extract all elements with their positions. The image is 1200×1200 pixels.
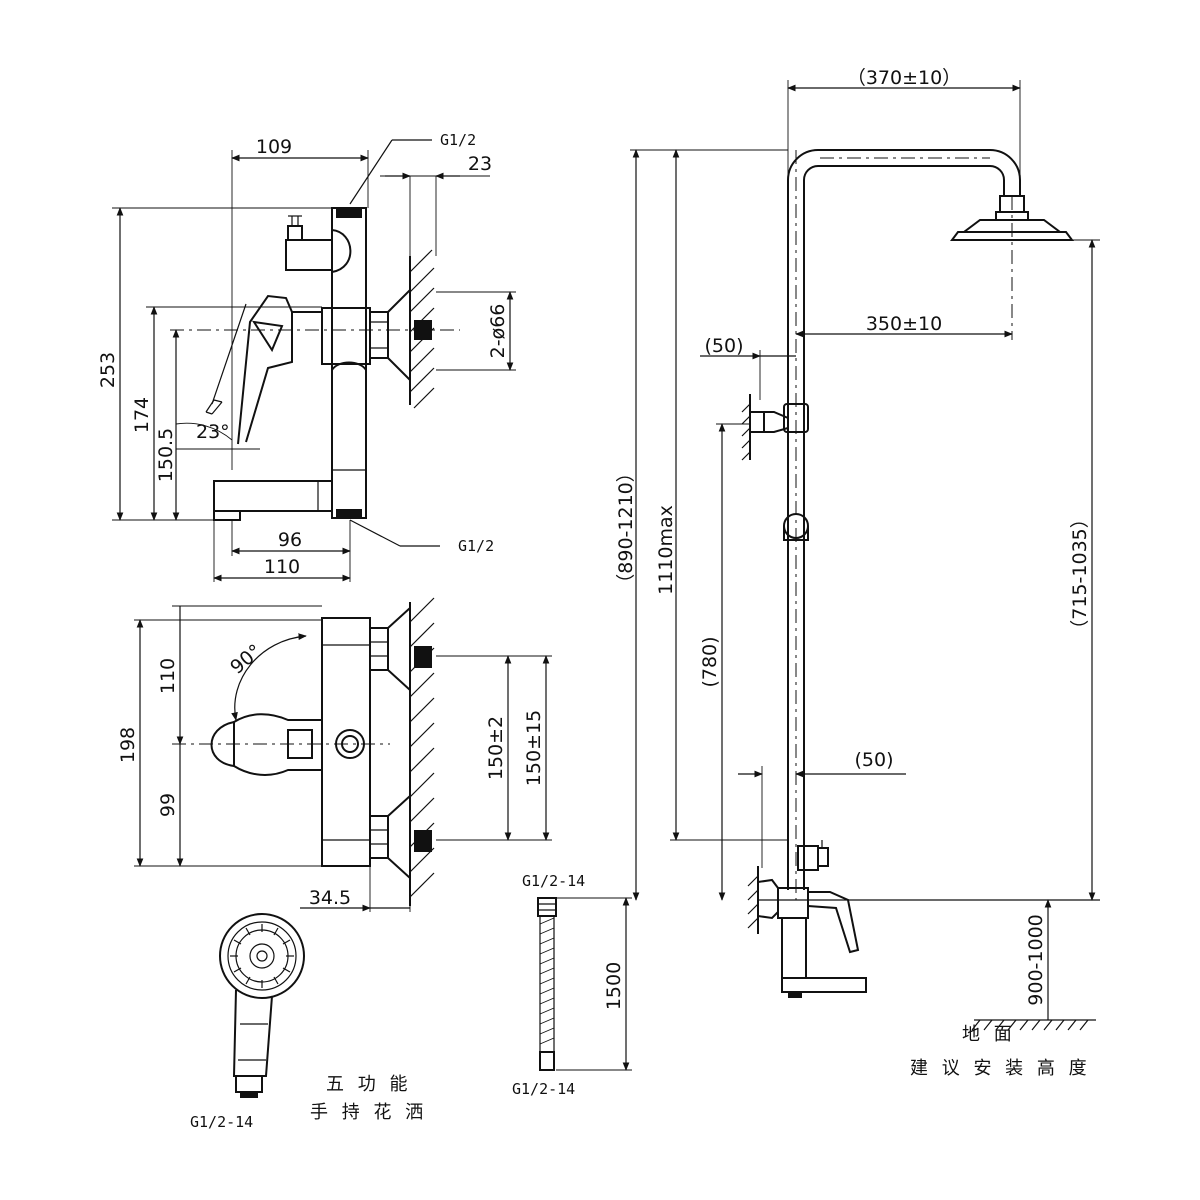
dim-780-label: (780) — [699, 636, 721, 687]
dim-offset-bottom-label: (50) — [854, 749, 893, 771]
floor-label: 地 面 — [962, 1024, 1016, 1045]
dim-99-label: 99 — [157, 793, 179, 817]
dim-174-label: 174 — [131, 397, 153, 433]
mixer-front-view: 198 110 99 90° 150±2 150±15 34.5 — [117, 597, 552, 912]
hose-length-label: 1500 — [603, 962, 625, 1010]
port-top-label: G1/2 — [440, 131, 476, 149]
install-height-label: 建 议 安 装 高 度 — [910, 1058, 1091, 1079]
dim-96-label: 96 — [278, 529, 302, 551]
port-bottom-label: G1/2 — [458, 537, 494, 555]
dim-110-front-label: 110 — [157, 658, 179, 694]
dim-110-label: 110 — [264, 556, 300, 578]
shower-hose: G1/2-14 G1/2-14 1500 — [512, 872, 632, 1098]
dim-width-label: 109 — [256, 136, 292, 158]
dim-34-5-label: 34.5 — [309, 887, 351, 909]
hose-top-label: G1/2-14 — [522, 872, 585, 890]
dim-150-5-label: 150.5 — [155, 428, 177, 482]
dim-198-label: 198 — [117, 727, 139, 763]
hand-shower: G1/2-14 五 功 能 手 持 花 洒 — [190, 913, 427, 1131]
dim-max-label: 1110max — [655, 505, 677, 595]
dim-angle-23-label: 23° — [196, 421, 230, 443]
dim-arm-inner-label: 350±10 — [866, 313, 942, 335]
dim-arm-label: （370±10） — [847, 67, 961, 89]
dim-pipe-label: 2-ø66 — [487, 304, 509, 359]
dim-150-2-label: 150±2 — [485, 716, 507, 780]
dim-height-label: 253 — [97, 352, 119, 388]
hand-shower-caption-2: 手 持 花 洒 — [310, 1102, 427, 1123]
wall-hatching-front — [409, 597, 435, 898]
hand-shower-port-label: G1/2-14 — [190, 1113, 253, 1131]
nozzle-ring — [230, 924, 294, 988]
dim-offset-top-label: (50) — [704, 335, 743, 357]
dim-depth-label: 23 — [468, 153, 492, 175]
dim-angle-90-label: 90° — [226, 640, 266, 679]
shower-column: （370±10） 350±10 (50) (50) （890-1210） 111… — [615, 67, 1100, 1079]
hose-bottom-label: G1/2-14 — [512, 1080, 575, 1098]
hand-shower-caption-1: 五 功 能 — [326, 1074, 411, 1095]
dim-install-label: 900-1000 — [1025, 914, 1047, 1005]
mixer-side-view: 109 23 253 174 150.5 23° 2-ø66 96 110 G1… — [97, 131, 516, 582]
dim-150-15-label: 150±15 — [523, 710, 545, 786]
dim-head-label: （715-1035） — [1069, 509, 1091, 638]
dim-total-label: （890-1210） — [615, 463, 637, 592]
